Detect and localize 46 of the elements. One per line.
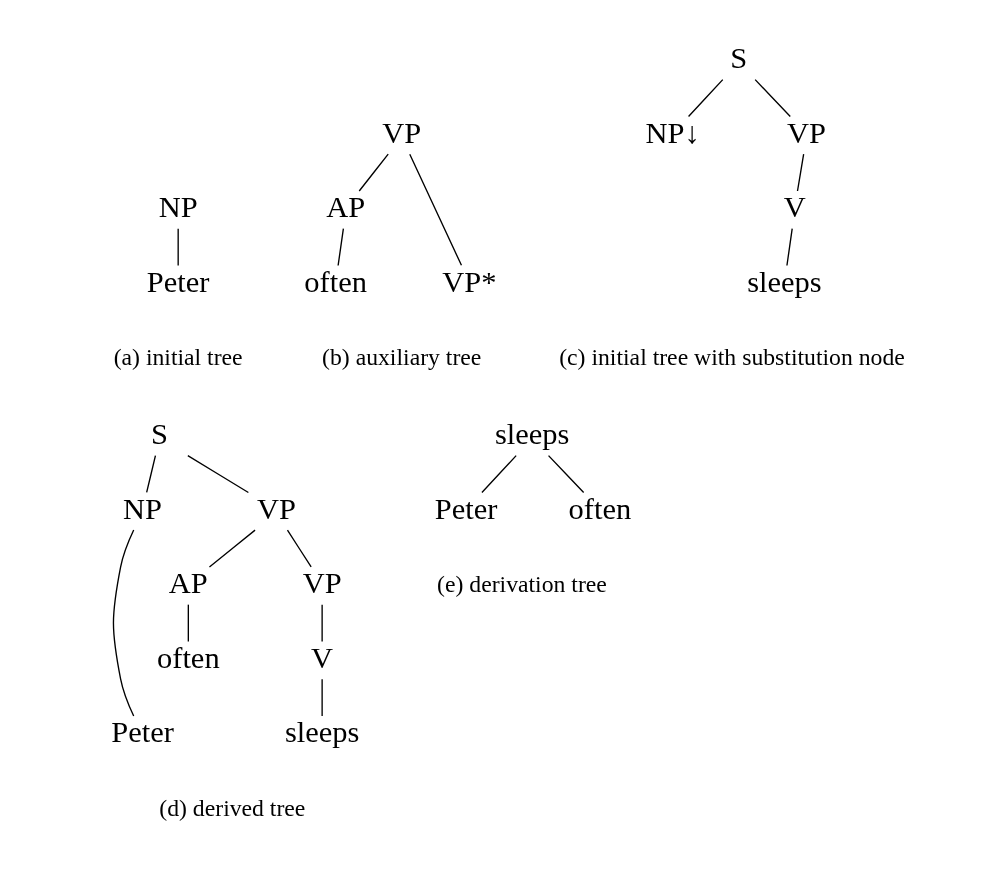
node-text: VP xyxy=(302,566,342,601)
connector xyxy=(547,454,584,494)
connector xyxy=(320,603,323,643)
node-text: sleeps xyxy=(494,417,569,452)
connector xyxy=(177,228,179,267)
node-text: VP* xyxy=(441,264,497,299)
connector xyxy=(145,454,156,494)
connector xyxy=(186,454,249,494)
connector xyxy=(754,78,791,118)
connector xyxy=(208,529,256,568)
node-text: AP xyxy=(168,566,208,601)
connector xyxy=(187,603,189,643)
connector xyxy=(785,228,793,267)
node-text: often xyxy=(303,264,367,299)
label: (a) initial tree xyxy=(113,344,243,371)
connector xyxy=(336,228,344,267)
node-text: V xyxy=(783,190,806,225)
node-text: sleeps xyxy=(284,715,359,750)
node-text: S xyxy=(729,41,747,76)
connector xyxy=(286,529,312,568)
node-text: Peter xyxy=(434,491,497,526)
node-text: NP xyxy=(122,491,162,526)
connector xyxy=(796,153,804,192)
connector xyxy=(320,678,323,717)
connector xyxy=(112,529,134,717)
node-text: NP xyxy=(158,190,198,225)
label: (c) initial tree with substitution node xyxy=(558,344,905,371)
node-text: AP xyxy=(325,190,365,225)
label: (d) derived tree xyxy=(158,794,305,821)
node-text: V xyxy=(310,640,333,675)
connector xyxy=(408,153,462,266)
node-text: VP xyxy=(256,491,296,526)
connector xyxy=(358,153,389,192)
node-text: S xyxy=(150,417,168,452)
connector xyxy=(480,454,517,494)
connector xyxy=(687,78,723,118)
node-text: sleeps xyxy=(746,264,822,299)
node-text: VP xyxy=(381,115,421,150)
node-text: often xyxy=(156,640,220,675)
node-text: Peter xyxy=(110,715,174,750)
node-text: Peter xyxy=(146,264,209,299)
node-text: NP↓ xyxy=(645,115,700,150)
label: (b) auxiliary tree xyxy=(321,344,481,371)
node-text: often xyxy=(568,491,631,526)
label: (e) derivation tree xyxy=(436,571,607,597)
node-text: VP xyxy=(786,115,826,150)
